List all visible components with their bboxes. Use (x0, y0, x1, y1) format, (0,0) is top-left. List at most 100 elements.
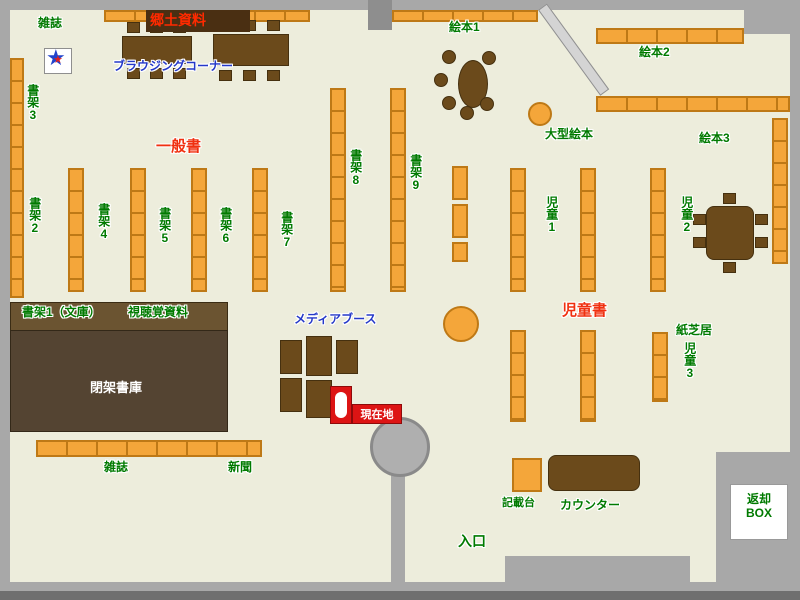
label-magazines-bottom: 雑誌 (104, 460, 129, 474)
bookshelf-left-wall-s3-s2 (10, 58, 24, 298)
bookshelf-s8 (330, 88, 346, 292)
closed-stacks-room (10, 330, 228, 432)
label-shelf-4: 書架4 (96, 203, 111, 241)
label-large-picturebooks: 大型絵本 (545, 127, 594, 141)
bookshelf-children-2 (650, 168, 666, 292)
label-closed-stacks: 閉架書庫 (90, 380, 143, 395)
chair (755, 214, 768, 225)
bookshelf-magazines-newspapers (36, 440, 262, 457)
local-materials-sign-board (146, 10, 250, 32)
stool (442, 50, 456, 64)
wall-right (790, 0, 800, 600)
label-children-2: 児童2 (679, 196, 694, 234)
chair (150, 68, 163, 79)
large-picturebook-stand (528, 102, 552, 126)
label-shelf-2: 書架2 (27, 197, 42, 235)
chair (127, 22, 140, 33)
return-box-label-line1: 返却 (746, 492, 771, 506)
browsing-table-2 (213, 34, 289, 66)
browsing-table-1 (122, 36, 192, 64)
magazines-star-icon: ★ ★ (44, 45, 72, 74)
media-booth-unit (306, 336, 332, 376)
writing-desk (512, 458, 542, 492)
bookshelf-s7 (252, 168, 268, 292)
chair (267, 20, 280, 31)
label-magazines-top: 雑誌 (38, 16, 63, 30)
label-shelf-6: 書架6 (218, 207, 233, 245)
bookshelf-children-1 (510, 168, 526, 292)
chair (173, 68, 186, 79)
children-round-table (443, 306, 479, 342)
bookshelf-children-lower-1 (510, 330, 526, 422)
label-local-materials: 郷土資料 (150, 12, 206, 28)
label-children-3: 児童3 (682, 342, 697, 380)
wall-diagonal (538, 3, 610, 96)
bookshelf-s6 (191, 168, 207, 292)
label-shelf-5: 書架5 (157, 207, 172, 245)
star-icon-inner: ★ (53, 54, 63, 66)
current-location-chip: 現在地 (352, 404, 402, 424)
service-counter (548, 455, 640, 491)
media-booth-unit (336, 340, 358, 374)
label-current-location: 現在地 (360, 409, 394, 421)
label-shelf-9: 書架9 (408, 154, 423, 192)
bookshelf-s9 (390, 88, 406, 292)
media-booth-unit (280, 378, 302, 412)
wall-bottom-outer (0, 591, 800, 600)
av-cabinet-1 (452, 166, 468, 200)
label-shelf-7: 書架7 (279, 211, 294, 249)
label-picturebooks-1: 絵本1 (449, 20, 480, 34)
label-picturebooks-3: 絵本3 (699, 131, 730, 145)
wall-left (0, 0, 10, 600)
star-icon: ★ (46, 45, 66, 70)
current-location-marker-inner (335, 392, 347, 418)
av-cabinet-2 (452, 204, 468, 238)
label-entrance: 入口 (458, 533, 486, 549)
label-audiovisual: 視聴覚資料 (128, 305, 189, 319)
media-booth-unit (280, 340, 302, 374)
label-general-books: 一般書 (156, 138, 202, 155)
av-cabinet-3 (452, 242, 468, 262)
chair (755, 237, 768, 248)
wall-top-pillar (368, 0, 392, 30)
return-box-label-line2: BOX (745, 505, 772, 520)
label-shelf-8: 書架8 (348, 149, 363, 187)
bookshelf-picturebooks-2 (596, 28, 744, 44)
bookshelf-children-lower-2 (580, 330, 596, 422)
label-browsing-corner: ブラウジングコーナー (113, 59, 234, 73)
bookshelf-picturebooks-3 (596, 96, 790, 112)
wall-top-right-block (744, 10, 790, 34)
bookshelf-right-wall (772, 118, 788, 264)
label-shelf-3: 書架3 (25, 84, 40, 122)
media-booth-unit (306, 380, 332, 418)
stool (434, 73, 448, 87)
stool (480, 97, 494, 111)
label-picturebooks-2: 絵本2 (639, 45, 670, 59)
stool (442, 96, 456, 110)
label-writing-desk: 記載台 (502, 497, 535, 509)
label-shelf-1-bunko: 書架1（文庫） (22, 305, 101, 319)
chair (723, 193, 736, 204)
chair (127, 68, 140, 79)
label-media-booth: メディアブース (294, 312, 377, 326)
stool (460, 106, 474, 120)
bookshelf-s5 (130, 168, 146, 292)
bookshelf-s4 (68, 168, 84, 292)
current-location-marker (330, 386, 352, 424)
return-box: 返却 BOX (730, 484, 788, 540)
pillar-column (370, 417, 430, 477)
wall-top (0, 0, 800, 10)
bookshelf-children-3 (652, 332, 668, 402)
chair (693, 237, 706, 248)
stool (482, 51, 496, 65)
children-reading-table (706, 206, 754, 260)
label-children-books: 児童書 (562, 302, 608, 319)
chair (243, 70, 256, 81)
chair (219, 70, 232, 81)
label-counter: カウンター (560, 498, 621, 512)
chair (693, 214, 706, 225)
chair (267, 70, 280, 81)
label-children-1: 児童1 (544, 196, 559, 234)
chair (723, 262, 736, 273)
